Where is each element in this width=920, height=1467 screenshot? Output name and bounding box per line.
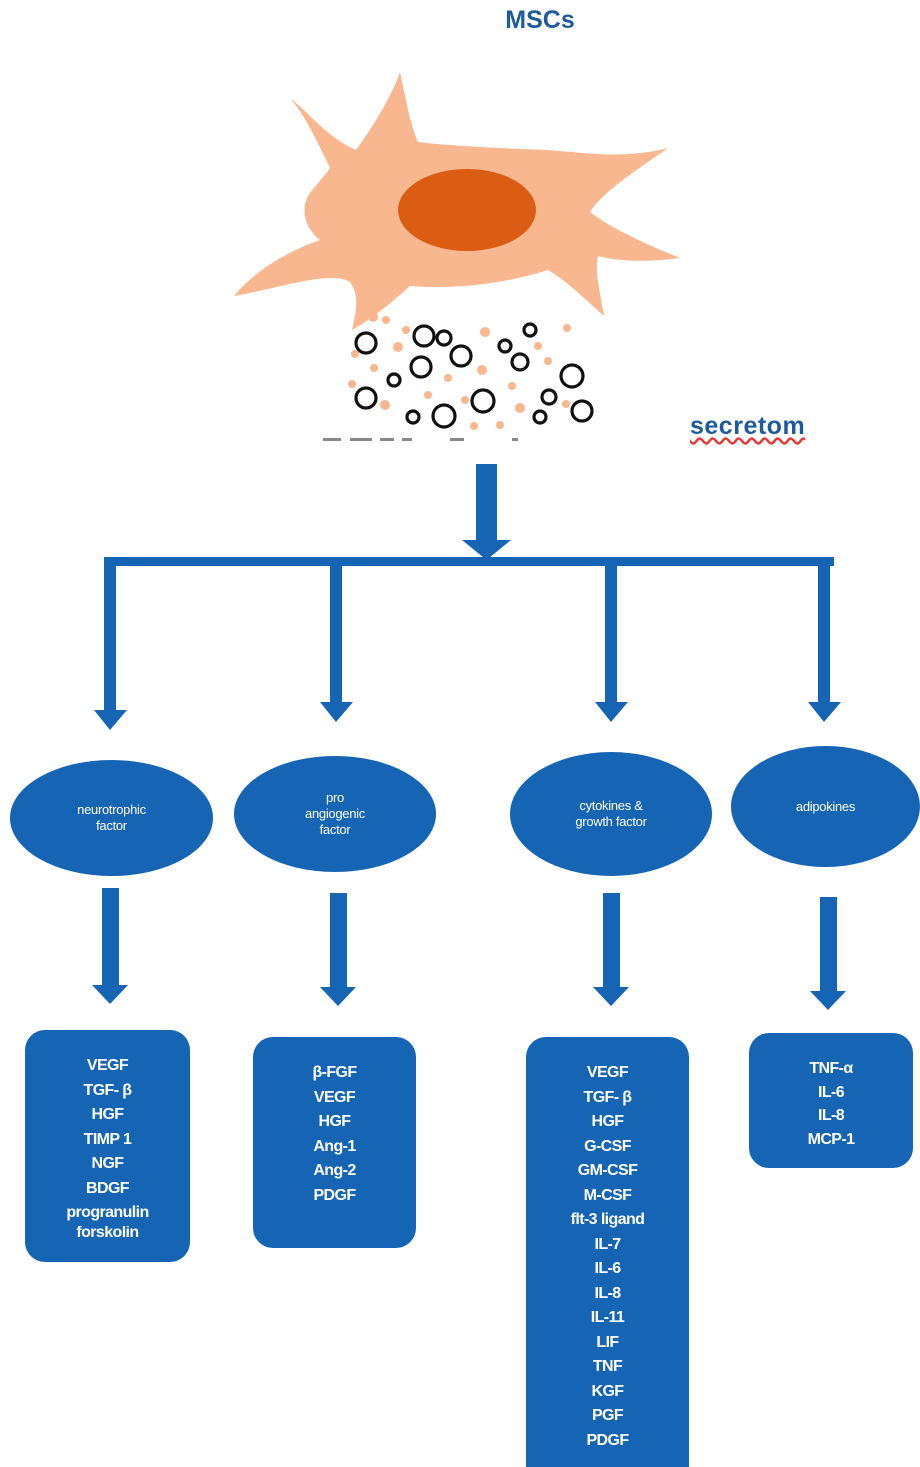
cropped-text-line <box>323 438 518 441</box>
down-arrow-4 <box>810 897 846 1010</box>
factor-item: IL-7 <box>594 1235 621 1253</box>
proangiogenic-factors-box: β-FGF VEGF HGF Ang-1 Ang-2 PDGF <box>253 1037 416 1248</box>
branch-arrow-2 <box>320 557 353 722</box>
factor-item: BDGF <box>86 1179 130 1197</box>
distributor-bar <box>106 557 834 566</box>
factor-item: IL-6 <box>594 1260 621 1277</box>
neurotrophic-factors-list: VEGF TGF- β HGF TIMP 1 NGF BDGF progranu… <box>25 1054 190 1240</box>
adipokines-factors-box: TNF-α IL-6 IL-8 MCP-1 <box>749 1033 913 1168</box>
category-neurotrophic-label: neurotrophic factor <box>77 802 146 833</box>
category-proangiogenic-label: pro angiogenic factor <box>305 790 365 837</box>
factor-item: PDGF <box>313 1186 356 1204</box>
factor-item: HGF <box>91 1106 125 1123</box>
branch-arrow-3 <box>595 557 628 722</box>
factor-item: VEGF <box>313 1088 356 1106</box>
factor-item: PDGF <box>586 1431 629 1449</box>
neurotrophic-factors-box: VEGF TGF- β HGF TIMP 1 NGF BDGF progranu… <box>25 1030 190 1262</box>
factor-item: Ang-2 <box>313 1162 356 1179</box>
category-cytokines-ellipse: cytokines & growth factor <box>510 752 712 876</box>
branch-arrow-1 <box>94 557 127 730</box>
diagram-title: MSCs <box>505 6 575 34</box>
category-adipokines-label: adipokines <box>795 798 856 814</box>
branch-arrow-4 <box>808 557 841 722</box>
factor-item: G-CSF <box>584 1137 631 1155</box>
category-proangiogenic-ellipse: pro angiogenic factor <box>234 756 436 872</box>
factor-item: GM-CSF <box>577 1162 638 1179</box>
factor-item: TNF-α <box>809 1060 853 1077</box>
factor-item: TGF- β <box>83 1081 133 1099</box>
down-arrow-1 <box>92 888 128 1004</box>
factor-item: β-FGF <box>312 1064 357 1081</box>
factor-item: flt-3 ligand <box>570 1211 645 1228</box>
secreted-dots <box>348 312 571 430</box>
down-arrow-2 <box>320 893 356 1006</box>
proangiogenic-factors-list: β-FGF VEGF HGF Ang-1 Ang-2 PDGF <box>253 1061 416 1208</box>
factor-item: VEGF <box>86 1057 129 1074</box>
nucleus-shape <box>398 169 536 251</box>
factor-item: HGF <box>318 1113 352 1130</box>
factor-item: VEGF <box>586 1064 629 1081</box>
cytokines-factors-box: VEGF TGF- β HGF G-CSF GM-CSF M-CSF flt-3… <box>526 1037 689 1467</box>
vesicles <box>354 322 594 429</box>
secretome-label: secretom <box>690 412 806 440</box>
factor-item: IL-11 <box>590 1309 625 1326</box>
factor-item: LIF <box>596 1333 619 1351</box>
category-adipokines-ellipse: adipokines <box>731 746 920 867</box>
factor-item: PGF <box>591 1407 624 1424</box>
category-cytokines-label: cytokines & growth factor <box>575 798 647 829</box>
factor-item: progranulin <box>66 1204 149 1221</box>
factor-item: IL-6 <box>817 1083 845 1101</box>
category-neurotrophic-ellipse: neurotrophic factor <box>10 760 213 876</box>
factor-item: TIMP 1 <box>83 1130 132 1148</box>
factor-item: IL-8 <box>817 1107 845 1124</box>
factor-item: IL-8 <box>594 1284 621 1302</box>
cytokines-factors-list: VEGF TGF- β HGF G-CSF GM-CSF M-CSF flt-3… <box>526 1061 689 1453</box>
factor-forskolin: forskolin <box>76 1225 139 1240</box>
down-arrow-3 <box>593 893 629 1006</box>
factor-item: NGF <box>91 1155 125 1172</box>
main-down-arrow <box>462 464 511 560</box>
factor-item: M-CSF <box>583 1186 632 1204</box>
adipokines-factors-list: TNF-α IL-6 IL-8 MCP-1 <box>749 1057 913 1151</box>
factor-item: MCP-1 <box>807 1130 855 1148</box>
factor-item: TGF- β <box>583 1088 633 1106</box>
factor-item: Ang-1 <box>313 1137 356 1155</box>
factor-item: TNF <box>592 1358 623 1375</box>
factor-item: HGF <box>591 1113 625 1130</box>
factor-item: KGF <box>591 1382 625 1400</box>
factor-item: forskolin <box>25 1226 190 1240</box>
